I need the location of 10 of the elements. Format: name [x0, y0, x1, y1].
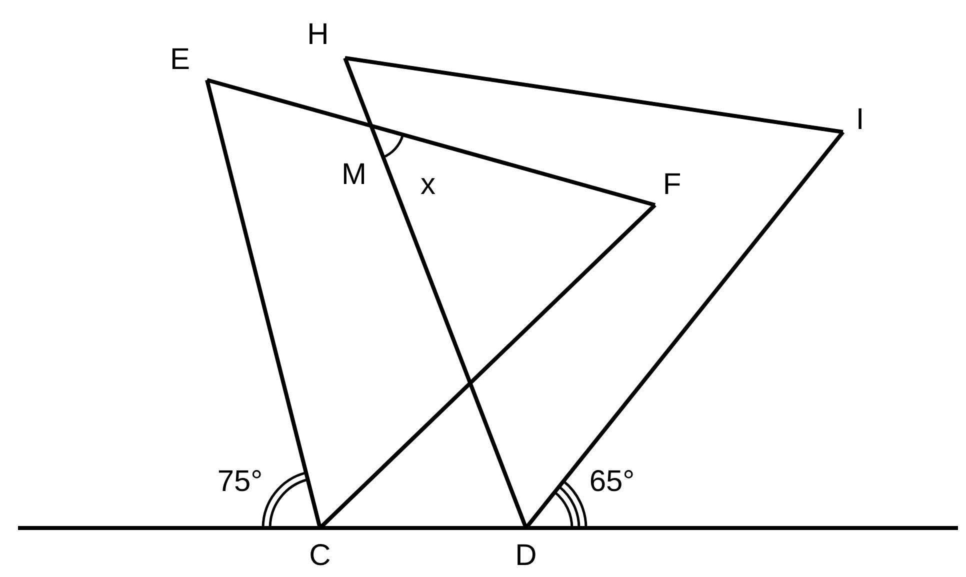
- point-label: D: [515, 541, 537, 571]
- point-label: C: [309, 541, 331, 571]
- point-label: E: [170, 45, 190, 75]
- angle-label: x: [420, 170, 436, 200]
- point-label: F: [662, 170, 682, 200]
- point-label: H: [307, 20, 329, 50]
- angle-label: 65°: [589, 467, 635, 497]
- point-label: I: [856, 105, 864, 135]
- angle-label: 75°: [217, 467, 263, 497]
- point-label: M: [342, 160, 366, 190]
